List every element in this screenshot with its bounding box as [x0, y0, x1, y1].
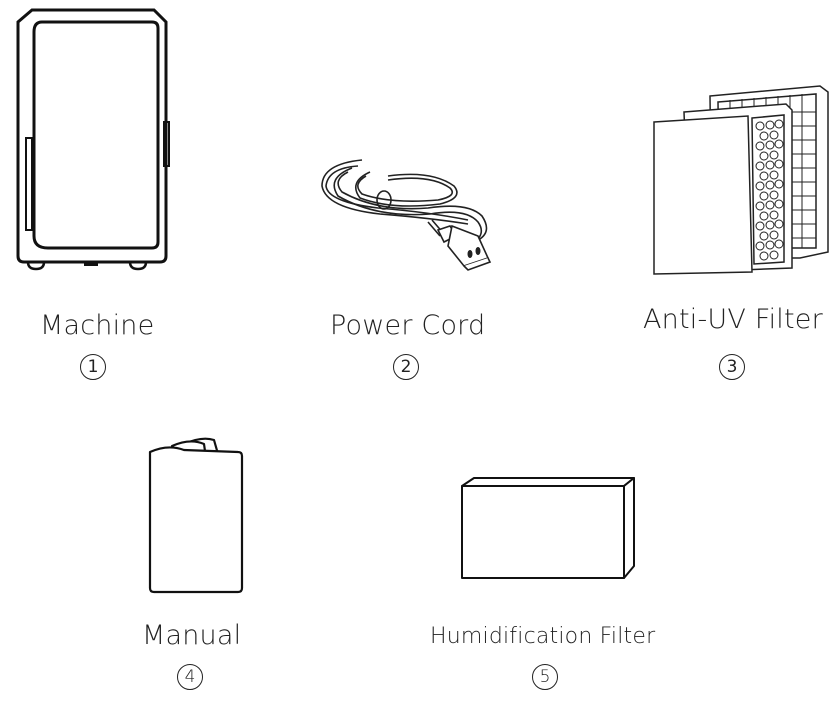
manual-icon	[148, 437, 244, 594]
manual-number: 4	[177, 664, 203, 690]
power-cord-icon	[321, 159, 492, 271]
machine-icon	[16, 8, 170, 271]
manual-label: Manual	[142, 620, 242, 651]
anti-uv-filter-label: Anti-UV Filter	[643, 304, 823, 335]
machine-number: 1	[80, 354, 106, 380]
power-cord-label: Power Cord	[330, 310, 486, 341]
humidification-filter-icon	[461, 477, 635, 579]
filter-stack-icon	[653, 85, 829, 275]
humidification-filter-label: Humidification Filter	[430, 624, 656, 649]
anti-uv-filter-number: 3	[719, 354, 745, 380]
power-cord-number: 2	[393, 354, 419, 380]
machine-label: Machine	[40, 310, 155, 341]
humidification-filter-number: 5	[532, 664, 558, 690]
